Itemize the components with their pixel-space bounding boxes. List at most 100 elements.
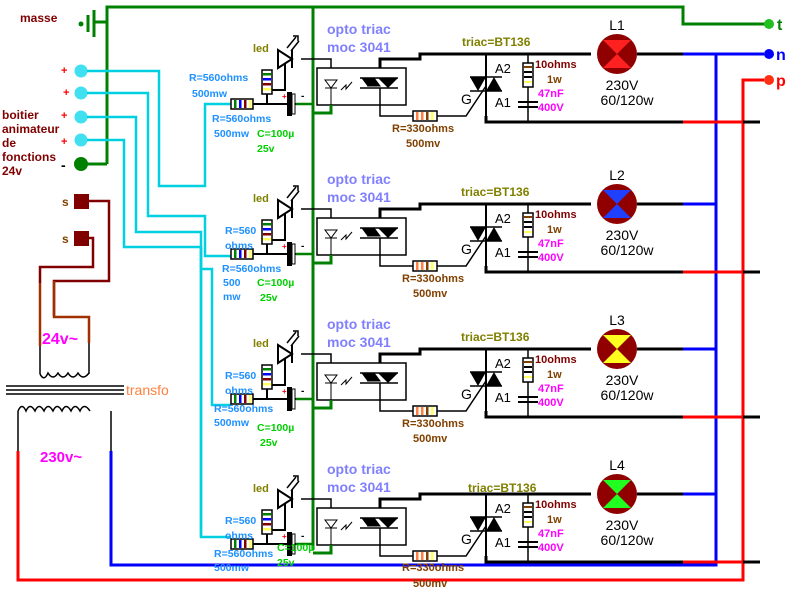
channel-4: led+-R=560ohmsR=560ohms500mwC=100µ25vopt… xyxy=(214,457,760,590)
plus-label-2: + xyxy=(63,87,69,99)
gate-resistor-label-b: 500mv xyxy=(406,138,441,150)
ground-icon xyxy=(78,21,84,27)
snubber-resistor-label-a: 10ohms xyxy=(535,354,577,366)
snubber-resistor-label-b: 1w xyxy=(547,514,562,526)
box-label-2: animateur xyxy=(2,122,60,136)
masse-label: masse xyxy=(20,11,58,25)
lamp-voltage-label: 230V xyxy=(606,227,639,243)
snubber-cap-label-b: 400V xyxy=(538,252,564,264)
input-resistor-label-a: R=560ohms xyxy=(222,263,281,275)
gate-resistor-label-a: R=330ohms xyxy=(392,123,454,135)
snubber-cap-label-b: 400V xyxy=(538,102,564,114)
lamp-power-label: 60/120w xyxy=(601,92,655,108)
input-resistor-label-b: 500mw xyxy=(214,128,250,140)
input-resistor-label-a: R=560ohms xyxy=(212,113,271,125)
input-resistor-label-b: 500mw xyxy=(214,562,250,574)
common-terminal-icon[interactable] xyxy=(74,157,88,171)
optocoupler-icon xyxy=(316,67,407,106)
optocoupler-icon xyxy=(316,507,407,546)
cap-label-a: C=100µ xyxy=(257,277,294,289)
opto-label-a: opto triac xyxy=(327,316,391,332)
a1-label: A1 xyxy=(495,390,511,405)
cap-minus-label: - xyxy=(301,91,304,102)
snubber-cap-label-b: 400V xyxy=(538,542,564,554)
snubber-resistor-label-a: 10ohms xyxy=(535,499,577,511)
snubber-resistor-label-b: 1w xyxy=(547,369,562,381)
snubber-resistor-label-a: 10ohms xyxy=(535,59,577,71)
led-label: led xyxy=(253,338,269,350)
cap-label-b: 25v xyxy=(277,557,295,569)
led-icon xyxy=(277,488,294,510)
output-2-terminal-icon[interactable] xyxy=(74,86,88,100)
snubber-resistor-icon xyxy=(522,212,534,238)
led-resistor-label-a: R=560ohms xyxy=(189,72,248,84)
secondary-coil xyxy=(39,371,90,379)
capacitor-icon xyxy=(287,242,292,266)
cap-label-b: 25v xyxy=(260,292,278,304)
led-label: led xyxy=(253,193,269,205)
terminal-t-icon[interactable] xyxy=(764,19,774,29)
a2-label: A2 xyxy=(495,356,511,371)
terminal-n-icon[interactable] xyxy=(764,49,774,59)
output-1-terminal-icon[interactable] xyxy=(74,64,88,78)
gate-resistor-label-a: R=330ohms xyxy=(402,418,464,430)
triac-label: triac=BT136 xyxy=(462,35,531,49)
a1-label: A1 xyxy=(495,535,511,550)
gate-label: G xyxy=(461,91,472,107)
cap-plus-label: + xyxy=(282,242,287,251)
plus-label-4: + xyxy=(61,136,67,148)
a2-label: A2 xyxy=(495,501,511,516)
triac-label: triac=BT136 xyxy=(461,185,530,199)
terminal-p-label: p xyxy=(776,73,786,90)
box-label-5: 24v xyxy=(2,164,22,178)
snubber-resistor-label-b: 1w xyxy=(547,74,562,86)
gate-resistor-label-b: 500mv xyxy=(413,433,448,445)
snubber-cap-label-a: 47nF xyxy=(538,383,564,395)
cap-label-a: C=100µ xyxy=(277,542,314,554)
input-resistor-icon xyxy=(230,393,254,405)
ground-symbol: masse xyxy=(20,10,107,37)
cap-label-b: 25v xyxy=(260,437,278,449)
opto-label-a: opto triac xyxy=(327,461,391,477)
switch-terminal-1-icon[interactable] xyxy=(74,194,89,209)
input-resistor-label-c: mw xyxy=(223,291,241,303)
input-resistor-label-a: R=560ohms xyxy=(214,548,273,560)
minus-label: - xyxy=(61,157,66,173)
s-label-1: s xyxy=(62,195,69,209)
primary-voltage-label: 230v~ xyxy=(40,449,82,466)
input-resistor-label-a: R=560ohms xyxy=(214,403,273,415)
gate-label: G xyxy=(461,386,472,402)
lamp-voltage-label: 230V xyxy=(606,517,639,533)
a2-label: A2 xyxy=(495,61,511,76)
input-resistor-label-b: 500 xyxy=(223,277,241,289)
snubber-cap-label-b: 400V xyxy=(538,397,564,409)
lamp-label: L4 xyxy=(609,457,625,473)
switch-terminal-2-icon[interactable] xyxy=(74,231,89,246)
terminal-p-icon[interactable] xyxy=(764,75,774,85)
a1-label: A1 xyxy=(495,95,511,110)
output-3-terminal-icon[interactable] xyxy=(74,110,88,124)
switch-s: s s xyxy=(38,194,111,346)
opto-label-b: moc 3041 xyxy=(327,39,391,55)
output-4-terminal-icon[interactable] xyxy=(74,133,88,147)
snubber-resistor-icon xyxy=(522,62,534,88)
capacitor-icon xyxy=(287,92,292,116)
led-resistor-label-b: ohms xyxy=(225,530,253,542)
gate-resistor-label-b: 500mv xyxy=(413,578,448,590)
snubber-cap-label-a: 47nF xyxy=(538,238,564,250)
led-icon xyxy=(277,343,294,365)
transformer: 24v~ transfo 230v~ xyxy=(6,331,169,466)
gate-resistor-label-b: 500mv xyxy=(413,288,448,300)
led-resistor-label-b: ohms xyxy=(225,240,253,252)
gate-resistor-label-a: R=330ohms xyxy=(402,562,464,574)
opto-label-b: moc 3041 xyxy=(327,334,391,350)
led-label: led xyxy=(253,483,269,495)
lamp-power-label: 60/120w xyxy=(601,532,655,548)
opto-label-b: moc 3041 xyxy=(327,479,391,495)
snubber-cap-label-a: 47nF xyxy=(538,88,564,100)
capacitor-icon xyxy=(287,532,292,556)
